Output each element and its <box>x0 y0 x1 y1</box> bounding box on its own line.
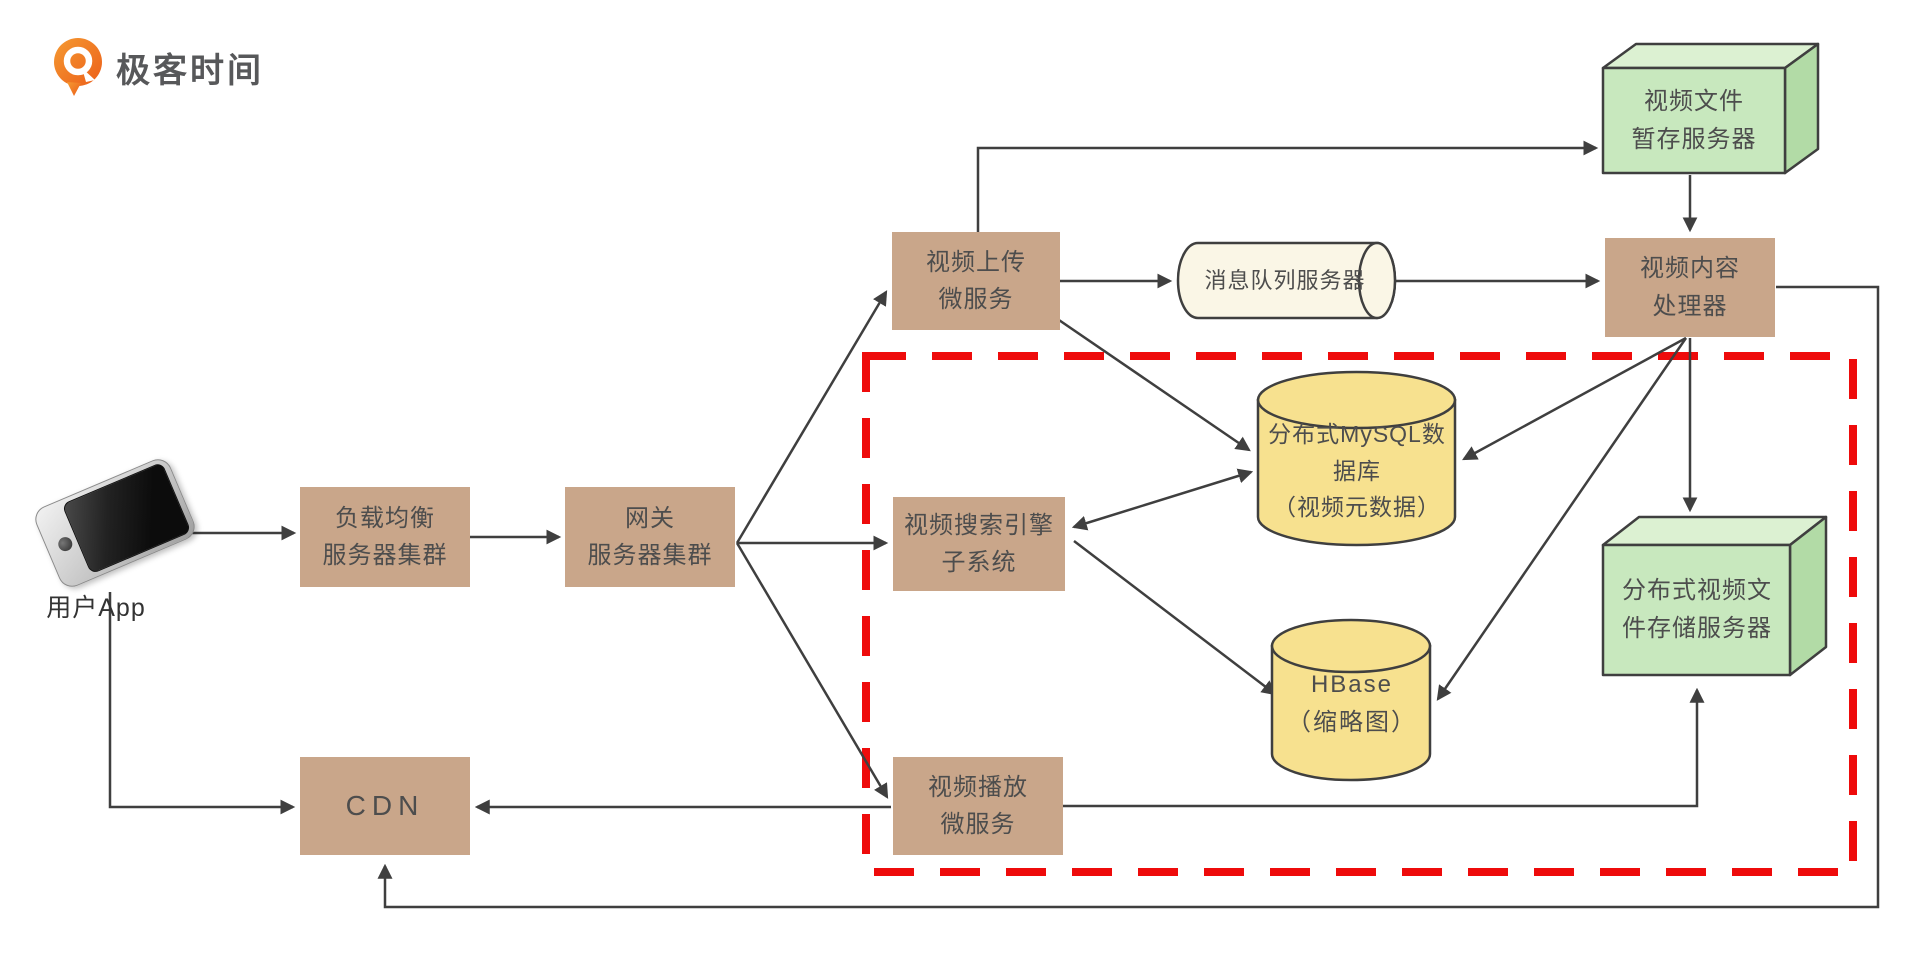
edge-gateway-upload <box>735 290 888 544</box>
edge-processor-cdn-loop <box>377 285 1880 909</box>
edge-upload-tempstorage <box>976 140 1599 232</box>
node-gateway-cluster: 网关 服务器集群 <box>565 487 735 587</box>
mysql-label: 分布式MySQL数 据库 （视频元数据） <box>1268 420 1446 521</box>
user-app-label: 用户App <box>46 594 146 622</box>
smartphone-home-button <box>56 534 75 554</box>
edge-userapp-cdn <box>108 592 296 815</box>
node-cdn: CDN <box>300 757 470 855</box>
brand-logo: 极客时间 <box>52 36 264 98</box>
edge-search-hbase <box>1073 540 1277 696</box>
temp-storage-box <box>1601 42 1820 175</box>
subsystem-dashed-boundary <box>862 352 1857 876</box>
smartphone-illustration <box>31 454 199 592</box>
smartphone-screen <box>61 461 192 575</box>
edge-processor-mysql <box>1462 336 1687 461</box>
video-storage-label: 分布式视频文 件存储服务器 <box>1622 576 1772 642</box>
node-load-balancer: 负载均衡 服务器集群 <box>300 487 470 587</box>
smartphone-body <box>31 454 199 592</box>
video-storage-box <box>1601 515 1828 677</box>
message-queue-cylinder <box>1176 241 1397 320</box>
edge-upload-mysql <box>1055 316 1251 452</box>
node-upload-service: 视频上传 微服务 <box>892 232 1060 330</box>
brand-logo-text: 极客时间 <box>116 51 264 90</box>
geektime-pin-icon <box>54 38 102 96</box>
edge-search-mysql <box>1071 468 1254 531</box>
node-content-processor: 视频内容 处理器 <box>1605 238 1775 337</box>
node-playback-service: 视频播放 微服务 <box>893 757 1063 855</box>
hbase-cylinder <box>1270 618 1432 782</box>
edge-gateway-playback <box>735 542 889 799</box>
edge-processor-hbase <box>1436 337 1688 701</box>
message-queue-label: 消息队列服务器 <box>1204 268 1366 294</box>
temp-storage-label: 视频文件 暂存服务器 <box>1631 87 1757 153</box>
hbase-label: HBase （缩略图） <box>1287 670 1417 736</box>
mysql-cylinder <box>1256 370 1457 547</box>
node-search-engine: 视频搜索引擎 子系统 <box>893 497 1065 591</box>
edge-playback-videostorage <box>1063 687 1705 808</box>
